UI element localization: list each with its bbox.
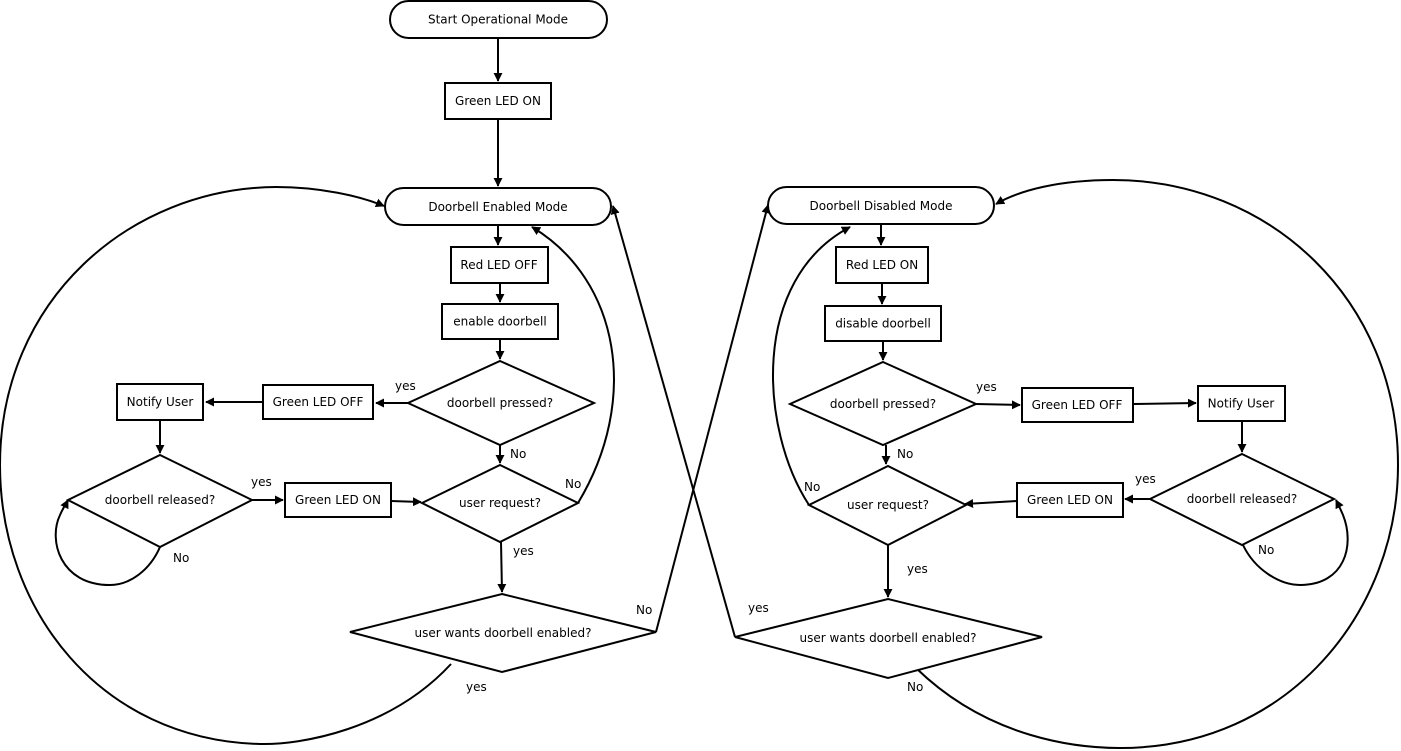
disable-doorbell-label: disable doorbell xyxy=(835,317,931,331)
green-led-on-left-node: Green LED ON xyxy=(284,482,392,518)
doorbell-released-left-decision: doorbell released? xyxy=(65,453,255,549)
edge-request-no-to-enabled-mode xyxy=(531,226,615,504)
wants-right-yes-label: yes xyxy=(748,601,769,615)
wants-right-no-label: No xyxy=(907,680,923,694)
request-right-no-label: No xyxy=(804,480,820,494)
request-left-yes-label: yes xyxy=(513,544,534,558)
edge-request-yes-to-wants xyxy=(497,541,507,593)
edge-released-no-loop-right xyxy=(1242,499,1349,587)
start-operational-mode-label: Start Operational Mode xyxy=(428,13,568,27)
green-led-on-right-label: Green LED ON xyxy=(1027,493,1113,507)
edge-wants-no-to-disabled-mode-right xyxy=(915,178,1400,750)
user-wants-enabled-left-decision: user wants doorbell enabled? xyxy=(349,592,657,674)
edge-green-on-to-request-right xyxy=(964,499,1018,509)
edge-pressed-yes-to-green-off-right xyxy=(975,400,1021,410)
released-left-yes-label: yes xyxy=(251,475,272,489)
doorbell-pressed-right-label: doorbell pressed? xyxy=(830,397,936,411)
red-led-on-label: Red LED ON xyxy=(846,258,918,272)
released-right-yes-label: yes xyxy=(1135,472,1156,486)
doorbell-disabled-mode-node: Doorbell Disabled Mode xyxy=(767,186,995,225)
doorbell-released-right-decision: doorbell released? xyxy=(1147,452,1337,547)
notify-user-right-label: Notify User xyxy=(1208,397,1275,411)
pressed-left-no-label: No xyxy=(510,447,526,461)
notify-user-left-label: Notify User xyxy=(127,395,194,409)
edges xyxy=(0,38,1400,750)
green-led-off-left-node: Green LED OFF xyxy=(262,384,374,420)
green-led-off-right-label: Green LED OFF xyxy=(1032,398,1123,412)
edge-wants-yes-to-enabled-mode-right xyxy=(610,205,736,638)
enable-doorbell-label: enable doorbell xyxy=(453,315,546,329)
edge-wants-no-to-disabled-mode xyxy=(655,204,771,633)
user-wants-enabled-right-decision: user wants doorbell enabled? xyxy=(734,597,1043,680)
edge-green-off-to-notify-right xyxy=(1132,398,1197,408)
user-wants-enabled-left-label: user wants doorbell enabled? xyxy=(415,626,592,640)
start-operational-mode-node: Start Operational Mode xyxy=(389,0,608,39)
green-led-off-right-node: Green LED OFF xyxy=(1021,387,1134,423)
pressed-right-no-label: No xyxy=(897,447,913,461)
doorbell-pressed-right-decision: doorbell pressed? xyxy=(787,360,979,447)
pressed-right-yes-label: yes xyxy=(976,380,997,394)
green-led-on-top-label: Green LED ON xyxy=(455,94,541,108)
doorbell-enabled-mode-label: Doorbell Enabled Mode xyxy=(428,200,567,214)
edge-request-no-to-disabled-mode xyxy=(772,226,851,506)
green-led-on-right-node: Green LED ON xyxy=(1016,482,1124,518)
request-left-no-label: No xyxy=(565,477,581,491)
doorbell-disabled-mode-label: Doorbell Disabled Mode xyxy=(810,199,953,213)
doorbell-released-left-label: doorbell released? xyxy=(105,493,215,507)
red-led-on-node: Red LED ON xyxy=(835,246,929,284)
request-right-yes-label: yes xyxy=(907,562,928,576)
user-request-left-label: user request? xyxy=(459,496,541,510)
doorbell-pressed-left-decision: doorbell pressed? xyxy=(405,359,597,447)
enable-doorbell-node: enable doorbell xyxy=(441,303,559,340)
red-led-off-label: Red LED OFF xyxy=(460,258,537,272)
notify-user-right-node: Notify User xyxy=(1197,385,1286,422)
released-right-no-label: No xyxy=(1258,543,1274,557)
edge-green-on-to-request xyxy=(390,497,422,507)
edge-labels: yes No yes No No yes No yes yes No yes N… xyxy=(173,379,1274,694)
user-request-right-label: user request? xyxy=(847,498,929,512)
green-led-off-left-label: Green LED OFF xyxy=(273,395,364,409)
pressed-left-yes-label: yes xyxy=(395,379,416,393)
disable-doorbell-node: disable doorbell xyxy=(824,305,942,342)
notify-user-left-node: Notify User xyxy=(116,383,204,421)
wants-left-yes-label: yes xyxy=(466,680,487,694)
red-led-off-node: Red LED OFF xyxy=(450,246,549,284)
wants-left-no-label: No xyxy=(636,603,652,617)
nodes: Start Operational Mode Green LED ON Door… xyxy=(65,0,1337,680)
user-wants-enabled-right-label: user wants doorbell enabled? xyxy=(800,631,977,645)
edge-released-no-loop xyxy=(54,499,161,587)
doorbell-pressed-left-label: doorbell pressed? xyxy=(447,396,553,410)
user-request-right-decision: user request? xyxy=(806,464,969,547)
doorbell-released-right-label: doorbell released? xyxy=(1187,492,1297,506)
user-request-left-decision: user request? xyxy=(419,463,581,544)
doorbell-enabled-mode-node: Doorbell Enabled Mode xyxy=(384,187,612,226)
edge-wants-yes-to-enabled-mode xyxy=(0,185,452,746)
green-led-on-left-label: Green LED ON xyxy=(295,493,381,507)
green-led-on-top-node: Green LED ON xyxy=(444,82,552,120)
released-left-no-label: No xyxy=(173,551,189,565)
